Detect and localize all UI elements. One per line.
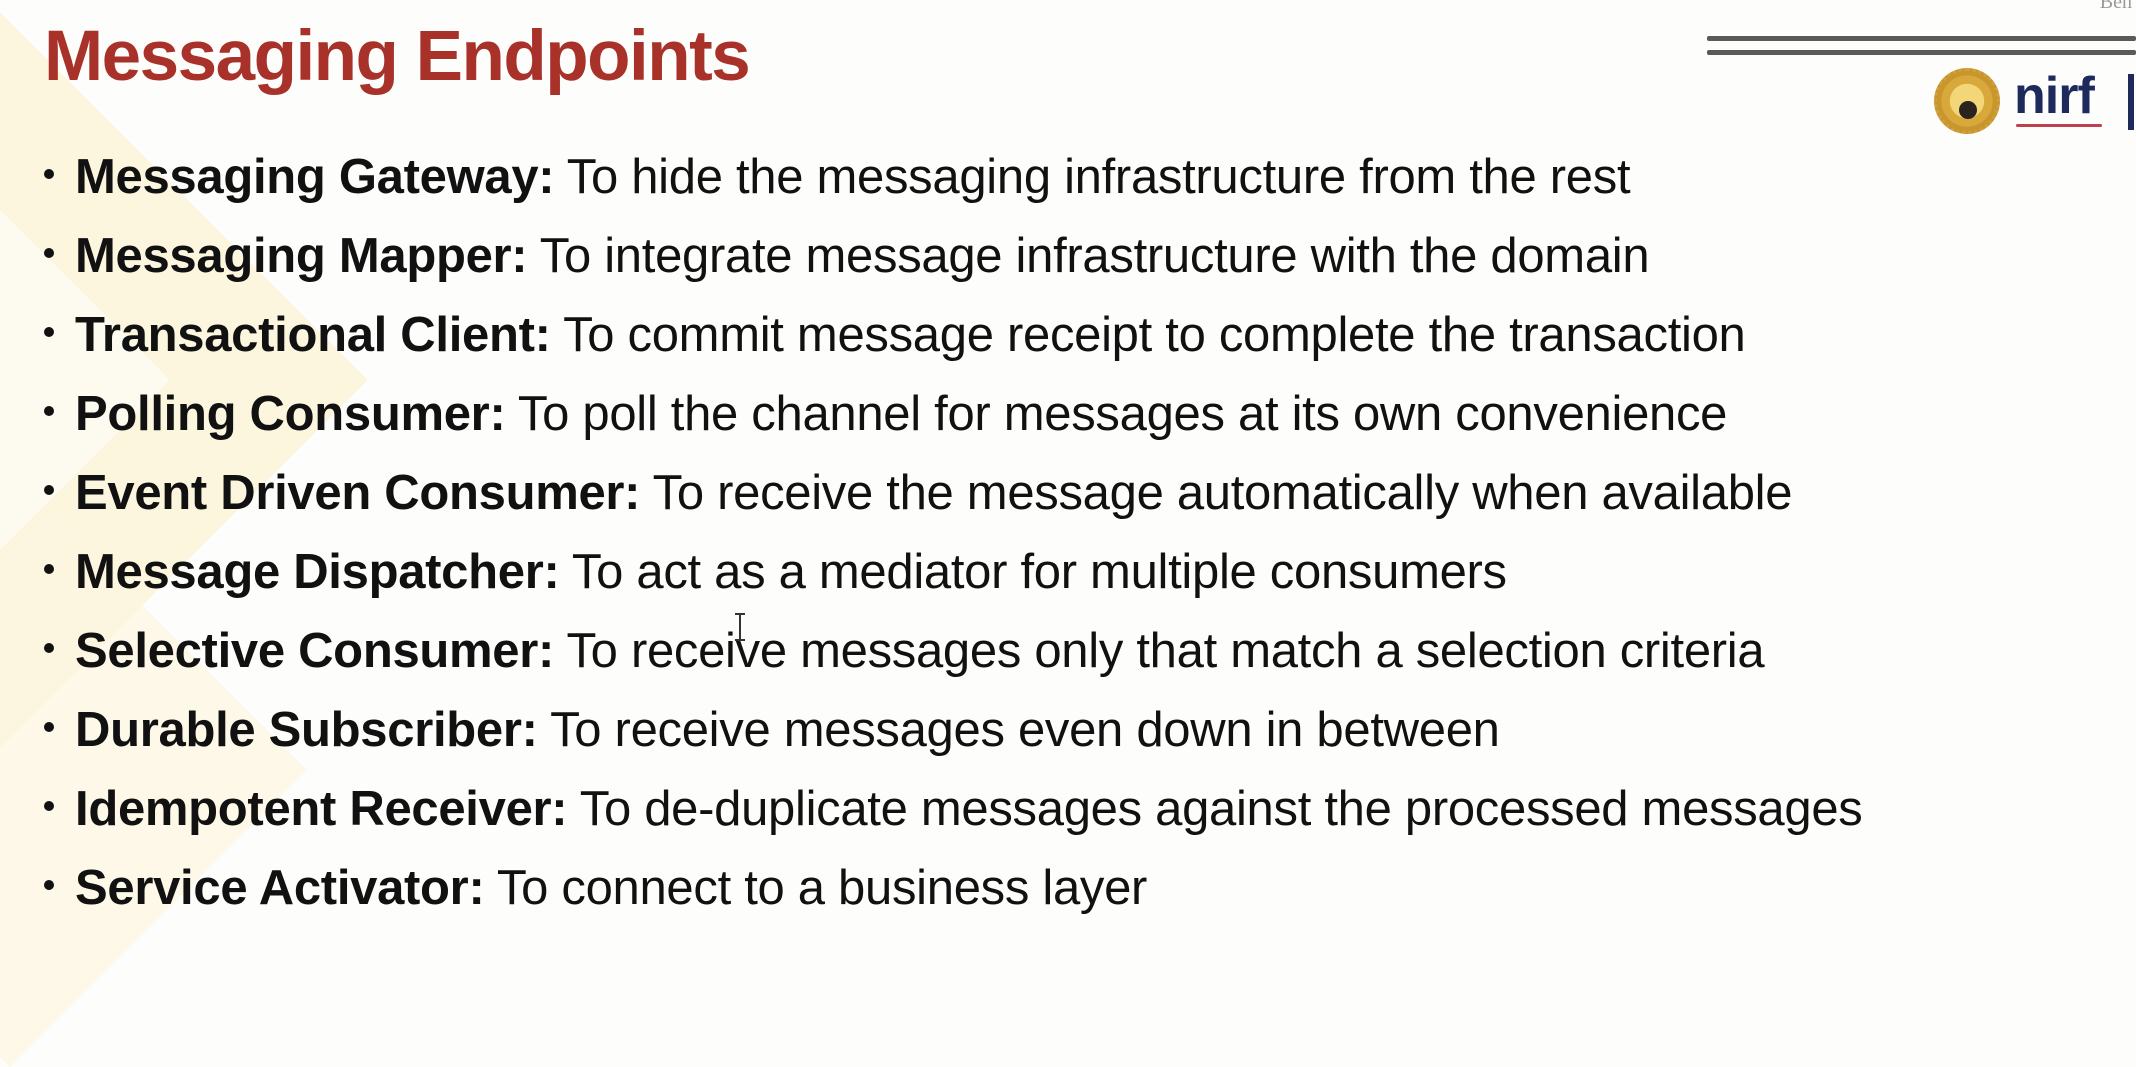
list-item: Messaging Mapper: To integrate message i… <box>40 217 1862 296</box>
item-desc: To poll the channel for messages at its … <box>505 387 1728 441</box>
item-term: Messaging Mapper: <box>75 229 528 283</box>
bullet-icon <box>44 485 54 496</box>
bullet-icon <box>44 327 54 338</box>
bullet-icon <box>44 406 54 417</box>
header-rule <box>1707 36 2136 41</box>
item-term: Messaging Gateway: <box>75 150 555 204</box>
slide-title: Messaging Endpoints <box>44 17 751 96</box>
list-item: Event Driven Consumer: To receive the me… <box>40 454 1862 533</box>
item-term: Message Dispatcher: <box>75 545 560 599</box>
list-item: Transactional Client: To commit message … <box>40 296 1862 375</box>
item-desc: To act as a mediator for multiple consum… <box>559 545 1507 599</box>
item-term: Event Driven Consumer: <box>75 466 641 520</box>
item-term: Selective Consumer: <box>75 624 555 678</box>
item-desc: To receive messages even down in between <box>537 703 1500 757</box>
bullet-icon <box>44 169 54 180</box>
text-cursor-icon <box>735 613 745 641</box>
nirf-logo-underline <box>2016 124 2102 127</box>
endpoint-list: Messaging Gateway: To hide the messaging… <box>40 138 1863 928</box>
list-item: Polling Consumer: To poll the channel fo… <box>40 375 1862 454</box>
item-desc: To hide the messaging infrastructure fro… <box>554 150 1631 204</box>
header-corner-text: Beh <box>2099 0 2132 13</box>
item-desc: To receive the message automatically whe… <box>640 466 1793 520</box>
bullet-icon <box>44 801 54 812</box>
item-term: Idempotent Receiver: <box>75 782 568 836</box>
bullet-icon <box>44 880 54 891</box>
list-item: Idempotent Receiver: To de-duplicate mes… <box>40 770 1863 849</box>
institution-seal-logo <box>1934 68 2000 134</box>
item-term: Durable Subscriber: <box>75 703 538 757</box>
list-item: Message Dispatcher: To act as a mediator… <box>40 533 1862 612</box>
bullet-icon <box>44 643 54 654</box>
bullet-icon <box>44 722 54 733</box>
item-term: Service Activator: <box>75 861 485 915</box>
item-desc: To connect to a business layer <box>484 861 1148 915</box>
item-desc: To commit message receipt to complete th… <box>550 308 1746 362</box>
nirf-logo: nirf <box>2014 67 2095 125</box>
item-desc: To receive messages only that match a se… <box>554 624 1765 678</box>
list-item: Service Activator: To connect to a busin… <box>40 849 1862 928</box>
item-term: Transactional Client: <box>75 308 551 362</box>
header-rule <box>1707 50 2136 55</box>
bullet-icon <box>44 564 54 575</box>
item-desc: To integrate message infrastructure with… <box>527 229 1650 283</box>
item-term: Polling Consumer: <box>75 387 506 441</box>
list-item: Selective Consumer: To receive messages … <box>40 612 1862 691</box>
item-desc: To de-duplicate messages against the pro… <box>567 782 1863 836</box>
list-item: Messaging Gateway: To hide the messaging… <box>40 138 1862 217</box>
bullet-icon <box>44 248 54 259</box>
list-item: Durable Subscriber: To receive messages … <box>40 691 1862 770</box>
logo-divider <box>2128 74 2134 130</box>
